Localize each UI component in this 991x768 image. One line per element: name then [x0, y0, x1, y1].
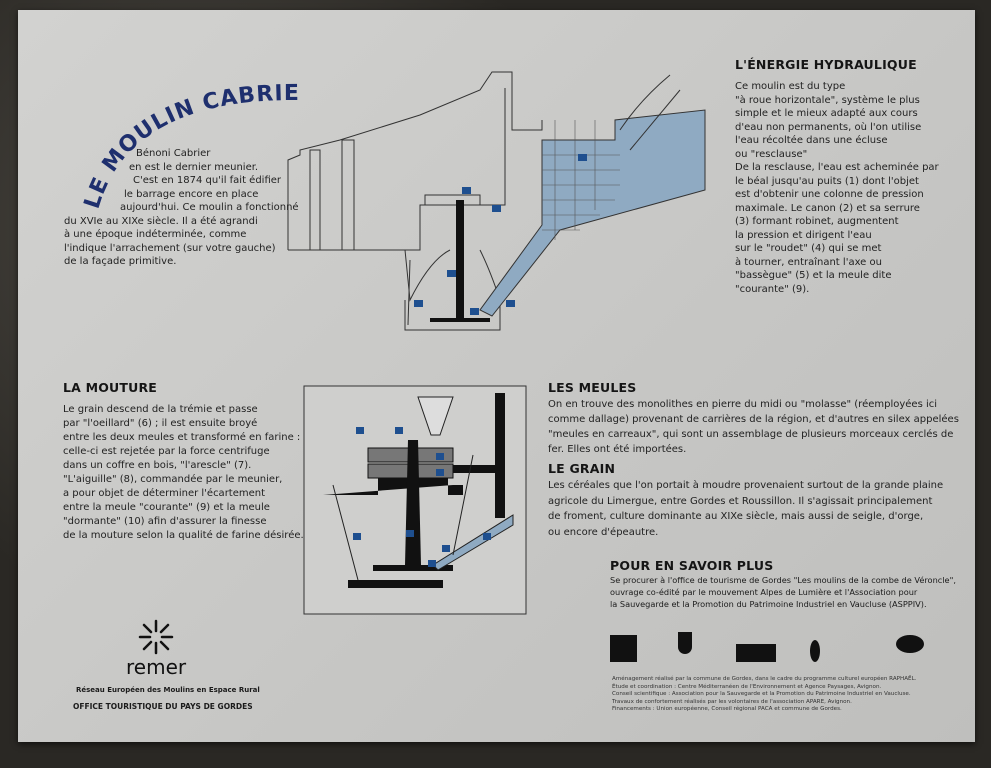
partner-logo-oval: [896, 635, 924, 653]
partner-logo-square: [610, 635, 637, 662]
text-line: Bénoni Cabrier: [136, 148, 211, 159]
text-line: ou "resclause": [735, 148, 808, 160]
text-line: Aménagement réalisé par la commune de Go…: [612, 676, 917, 682]
remer-star-logo: [138, 619, 174, 655]
text-line: "meules en carreaux", qui sont un assemb…: [548, 429, 954, 440]
text-line: entre la meule "courante" (9) et la meul…: [63, 502, 270, 513]
text-line: l'indique l'arrachement (sur votre gauch…: [64, 242, 276, 254]
meules-text: On en trouve des monolithes en pierre du…: [548, 397, 959, 457]
text-line: en est le dernier meunier.: [129, 161, 259, 173]
text-line: On en trouve des monolithes en pierre du…: [548, 399, 938, 410]
text-line: "à roue horizontale", système le plus: [735, 94, 920, 106]
text-line: le barrage encore en place: [124, 188, 259, 200]
text-line: la Sauvegarde et la Promotion du Patrimo…: [610, 599, 927, 609]
gordes-crest-logo: [678, 632, 692, 654]
energie-heading: L'ÉNERGIE HYDRAULIQUE: [735, 57, 917, 72]
text-line: de la mouture selon la qualité de farine…: [63, 530, 304, 541]
remer-logo-text: remer: [126, 655, 187, 679]
text-line: Le grain descend de la trémie et passe: [63, 404, 258, 415]
text-line: Étude et coordination : Centre Méditerra…: [612, 683, 882, 690]
text-line: agricole du Limergue, entre Gordes et Ro…: [548, 495, 933, 507]
text-line: fer. Elles ont été importées.: [548, 444, 687, 455]
text-line: comme dallage) provenant de carrières de…: [548, 414, 959, 425]
text-line: Se procurer à l'office de tourisme de Go…: [610, 575, 956, 585]
text-line: par "l'oeillard" (6) ; il est ensuite br…: [63, 418, 258, 429]
millstone-mechanism-diagram: [303, 385, 527, 615]
text-line: entre les deux meules et transformé en f…: [63, 432, 301, 443]
text-line: Les céréales que l'on portait à moudre p…: [548, 480, 944, 491]
information-sign: LE MOULIN CABRIER Bénoni Cabrier en est l…: [18, 10, 975, 742]
text-line: Conseil scientifique : Association pour …: [612, 691, 911, 697]
text-line: a pour objet de déterminer l'écartement: [63, 488, 266, 499]
remer-network-text: Réseau Européen des Moulins en Espace Ru…: [76, 686, 260, 694]
text-line: sur le "roudet" (4) qui se met: [735, 243, 882, 254]
text-line: la pression et dirigent l'eau: [735, 229, 872, 241]
office-tourisme-text: OFFICE TOURISTIQUE DU PAYS DE GORDES: [73, 702, 253, 711]
text-line: Financements : Union européenne, Conseil…: [612, 706, 842, 712]
energie-text: Ce moulin est du type "à roue horizontale…: [735, 80, 939, 296]
savoir-heading: POUR EN SAVOIR PLUS: [610, 558, 774, 573]
text-line: C'est en 1874 qu'il fait édifier: [133, 175, 282, 186]
text-line: aujourd'hui. Ce moulin a fonctionné: [120, 202, 299, 213]
savoir-text: Se procurer à l'office de tourisme de Go…: [610, 574, 956, 610]
text-line: simple et le mieux adapté aux cours: [735, 108, 918, 119]
text-line: dans un coffre en bois, "l'arescle" (7).: [63, 460, 252, 471]
text-line: celle-ci est rejetée par la force centri…: [63, 446, 270, 457]
text-line: l'eau récoltée dans une écluse: [735, 135, 888, 146]
intro-text: Bénoni Cabrier en est le dernier meunier.…: [64, 147, 299, 269]
credits-text: Aménagement réalisé par la commune de Go…: [612, 676, 916, 714]
text-line: "L'aiguille" (8), commandée par le meuni…: [63, 474, 283, 485]
mill-cross-section-diagram: [287, 71, 706, 331]
sign-title: LE MOULIN CABRIER: [58, 60, 299, 212]
asppiv-logo: [810, 640, 820, 662]
text-line: de froment, culture dominante au XIXe si…: [548, 511, 924, 522]
text-line: "bassègue" (5) et la meule dite: [735, 270, 892, 281]
mouture-text: Le grain descend de la trémie et passe pa…: [63, 403, 304, 543]
text-line: ouvrage co-édité par le mouvement Alpes …: [610, 587, 918, 597]
text-line: "courante" (9).: [735, 283, 810, 295]
text-line: De la resclause, l'eau est acheminée par: [735, 162, 939, 173]
text-line: de la façade primitive.: [64, 256, 177, 267]
text-line: du XVIe au XIXe siècle. Il a été agrandi: [64, 215, 258, 227]
meules-heading: LES MEULES: [548, 380, 637, 395]
text-line: "dormante" (10) afin d'assurer la finess…: [63, 516, 267, 527]
text-line: (3) formant robinet, augmentent: [735, 216, 899, 227]
grain-heading: LE GRAIN: [548, 461, 616, 476]
mouture-heading: LA MOUTURE: [63, 380, 158, 395]
text-line: maximale. Le canon (2) et sa serrure: [735, 202, 920, 214]
text-line: à une époque indéterminée, comme: [64, 229, 247, 240]
text-line: est d'obtenir une colonne de pression: [735, 189, 924, 200]
text-line: Travaux de confortement réalisés par les…: [612, 698, 852, 705]
partner-logo-rect: [736, 644, 776, 662]
text-line: Ce moulin est du type: [735, 81, 846, 92]
text-line: ou encore d'épeautre.: [548, 526, 659, 538]
grain-text: Les céréales que l'on portait à moudre p…: [548, 478, 943, 540]
text-line: le béal jusqu'au puits (1) dont l'objet: [735, 175, 919, 187]
text-line: à tourner, entraînant l'axe ou: [735, 256, 882, 268]
text-line: d'eau non permanents, où l'on utilise: [735, 121, 922, 133]
